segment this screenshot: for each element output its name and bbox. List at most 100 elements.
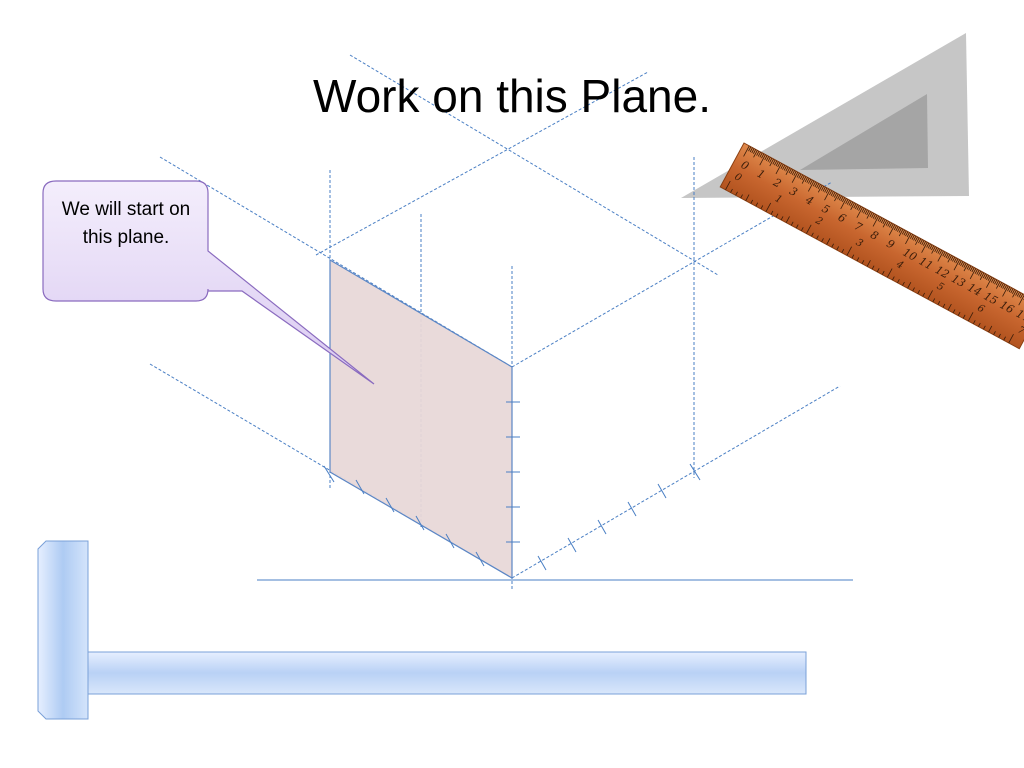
ruler-tick bbox=[961, 262, 965, 267]
ruler-tick bbox=[912, 287, 915, 292]
ruler-tick bbox=[890, 223, 894, 229]
ruler-tick bbox=[753, 150, 758, 158]
ruler-tick bbox=[725, 180, 731, 191]
ruler-tick bbox=[775, 163, 783, 175]
ruler-top-label: 13 bbox=[949, 272, 967, 290]
ruler-tick bbox=[885, 220, 889, 226]
ruler-top-label: 15 bbox=[981, 290, 999, 308]
ruler-tick bbox=[765, 202, 772, 212]
ruler-tick bbox=[1002, 285, 1009, 297]
ruler-tick bbox=[791, 171, 799, 183]
ruler-tick bbox=[825, 188, 829, 194]
ruler-tick bbox=[971, 267, 975, 273]
ruler-tick bbox=[914, 236, 918, 242]
ruler-tick bbox=[910, 234, 914, 239]
ruler-tick bbox=[745, 194, 750, 201]
ruler-tick bbox=[983, 325, 986, 330]
ruler-tick bbox=[866, 211, 872, 219]
ruler-tick bbox=[856, 205, 860, 210]
ruler-tick bbox=[969, 266, 973, 272]
ruler-tick bbox=[1000, 283, 1004, 288]
ruler-tick bbox=[801, 227, 804, 232]
ruler-tick bbox=[969, 268, 977, 280]
ruler-tick bbox=[1018, 294, 1024, 306]
ruler-tick bbox=[931, 246, 936, 254]
ruler-tick bbox=[831, 243, 834, 248]
ruler-tick bbox=[817, 185, 823, 193]
ruler-tick bbox=[807, 180, 815, 192]
ruler-tick bbox=[760, 205, 764, 210]
ruler-tick bbox=[765, 156, 770, 161]
ruler-top-label: 14 bbox=[965, 281, 983, 299]
ruler-tick bbox=[957, 311, 961, 316]
ruler-tick bbox=[833, 192, 838, 198]
ruler-tick bbox=[848, 200, 852, 206]
ruler-bottom-label: 1 bbox=[773, 193, 784, 206]
ruler-tick bbox=[919, 239, 923, 245]
ruler-tick bbox=[772, 159, 776, 165]
ruler-tick bbox=[935, 248, 940, 253]
ruler-tick bbox=[863, 208, 867, 214]
ruler-tick bbox=[1020, 293, 1024, 299]
ruler-bottom-label: 0 bbox=[732, 171, 743, 184]
ruler-tick bbox=[898, 228, 904, 237]
ruler-tick bbox=[774, 160, 778, 166]
callout-text: We will start on this plane. bbox=[61, 199, 191, 248]
ruler-tick bbox=[872, 215, 880, 227]
ruler-tick bbox=[770, 210, 774, 215]
ruler-tick bbox=[783, 165, 787, 171]
ruler-tick bbox=[972, 320, 976, 325]
ruler-tick bbox=[830, 191, 834, 196]
ruler-tick bbox=[858, 206, 862, 211]
ruler-tick bbox=[911, 234, 915, 240]
ruler-tick bbox=[782, 164, 786, 170]
ruler-tick bbox=[743, 145, 750, 157]
ruler-tick bbox=[799, 174, 804, 180]
ruler-tick bbox=[986, 276, 993, 288]
ruler-tick bbox=[796, 172, 800, 178]
ruler-tick bbox=[790, 169, 794, 175]
ruler-tick bbox=[947, 303, 952, 311]
ruler-tick bbox=[994, 279, 998, 285]
ruler-tick bbox=[995, 281, 1001, 289]
ruler-top-label: 10 bbox=[901, 246, 919, 264]
measurement-ticks bbox=[323, 401, 701, 571]
ruler-tick bbox=[832, 192, 836, 197]
ruler-tick bbox=[966, 264, 970, 270]
ruler-tick bbox=[1008, 334, 1014, 344]
ruler-tick bbox=[804, 177, 808, 182]
ruler-bottom-label: 4 bbox=[893, 258, 905, 271]
ruler-tick bbox=[960, 261, 964, 266]
ruler-tick bbox=[861, 259, 865, 264]
ruler-tick bbox=[808, 178, 812, 184]
ruler-tick bbox=[869, 212, 873, 217]
ruler-tick bbox=[806, 178, 810, 183]
ruler-tick bbox=[780, 216, 784, 221]
ruler-tick bbox=[950, 255, 954, 261]
ruler-tick bbox=[999, 282, 1003, 287]
ruler-tick bbox=[907, 281, 912, 289]
ruler-tick bbox=[751, 148, 755, 154]
ruler-tick bbox=[837, 194, 841, 200]
ruler-tick bbox=[906, 232, 910, 238]
ruler-tick bbox=[775, 161, 779, 167]
ruler-tick bbox=[897, 279, 900, 284]
ruler-tick bbox=[893, 225, 897, 231]
ruler-bottom-label: 6 bbox=[975, 303, 986, 316]
ruler-tick bbox=[942, 303, 946, 308]
ruler-tick bbox=[882, 219, 886, 224]
ruler-tick bbox=[986, 275, 990, 280]
ruler-tick bbox=[926, 242, 930, 248]
ruler-top-label: 12 bbox=[933, 263, 951, 281]
ruler-tick bbox=[895, 226, 899, 231]
ruler-bottom-label: 3 bbox=[854, 237, 865, 250]
ruler-tick bbox=[998, 333, 1001, 338]
ruler-tick bbox=[777, 162, 781, 168]
ruler-tick bbox=[793, 171, 797, 176]
ruler-tick bbox=[840, 198, 847, 210]
slide-title: Work on this Plane. bbox=[312, 70, 711, 122]
ruler-tick bbox=[842, 197, 846, 203]
ruler-tick bbox=[913, 235, 917, 241]
ruler-tick bbox=[824, 189, 831, 201]
ruler-tick bbox=[947, 254, 951, 259]
